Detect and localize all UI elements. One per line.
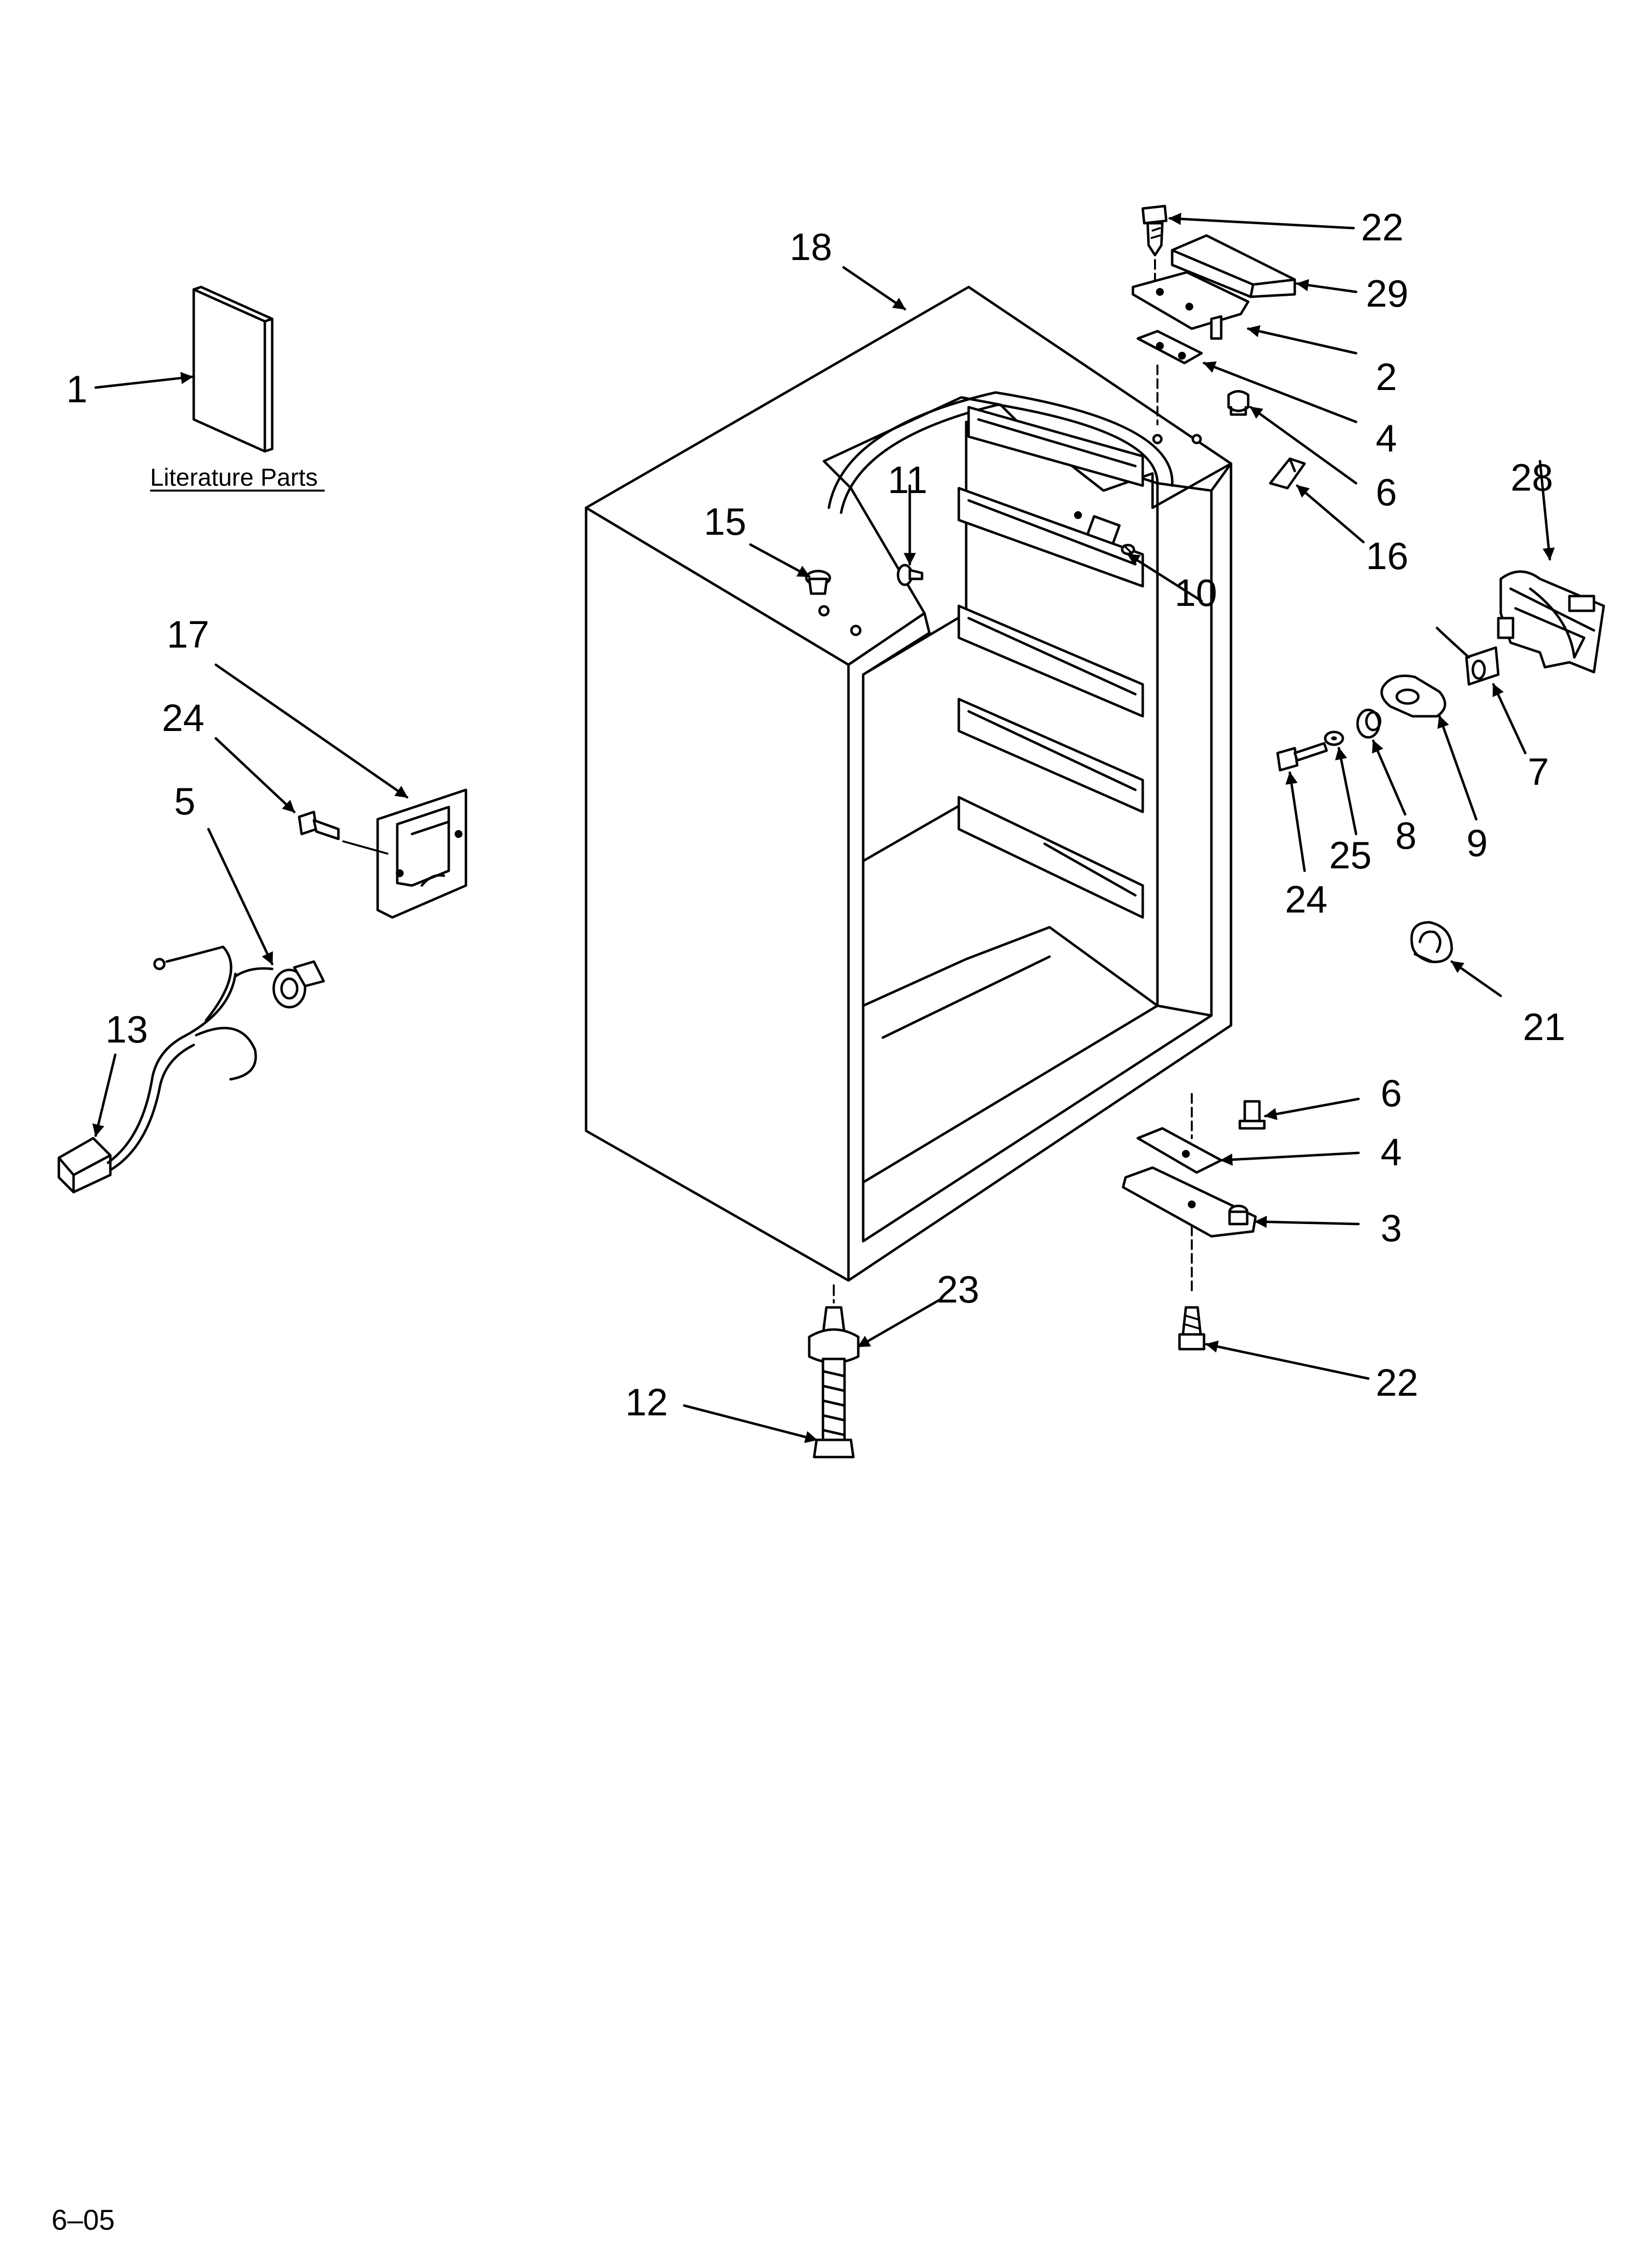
shelf-rails [957, 406, 1144, 919]
washer-25 [1324, 730, 1344, 746]
footer-code: 6–05 [51, 2204, 115, 2236]
thermostat-7 [1436, 626, 1500, 686]
knob-insert-8 [1356, 708, 1382, 739]
leader-lines [92, 212, 1555, 1443]
callout-12: 12 [625, 1381, 668, 1424]
callout-15: 15 [704, 500, 746, 543]
callout-17: 17 [167, 613, 209, 656]
literature-book [192, 286, 274, 453]
callout-6-top: 6 [1376, 470, 1397, 514]
callout-24-right: 24 [1285, 878, 1328, 921]
callout-11: 11 [888, 458, 927, 501]
callout-13: 13 [105, 1008, 148, 1051]
callout-25: 25 [1329, 834, 1372, 877]
callout-10: 10 [1175, 571, 1217, 614]
leveling-leg [808, 1284, 860, 1459]
electrical-box [376, 788, 467, 919]
screw-24-right [1276, 742, 1328, 772]
callout-23: 23 [937, 1268, 979, 1311]
callout-21: 21 [1523, 1005, 1565, 1048]
callout-1: 1 [66, 367, 87, 411]
callout-9: 9 [1466, 821, 1488, 864]
literature-parts-label: Literature Parts [150, 464, 318, 491]
screw-24-left [298, 810, 388, 855]
callout-8: 8 [1395, 814, 1416, 857]
callout-labels: 1 Literature Parts 18 22 29 2 4 6 28 16 … [51, 206, 1565, 2236]
screw-10 [1121, 544, 1135, 555]
callout-24-left: 24 [162, 696, 205, 739]
callout-28: 28 [1511, 456, 1553, 499]
callout-16: 16 [1366, 534, 1409, 577]
callout-7: 7 [1528, 750, 1549, 793]
screw-11 [897, 564, 924, 586]
callout-4-bottom: 4 [1381, 1130, 1402, 1173]
callout-2: 2 [1376, 355, 1397, 398]
bracket-21 [1410, 921, 1453, 964]
callout-22-top: 22 [1361, 206, 1404, 249]
knob-9 [1380, 675, 1446, 718]
callout-3: 3 [1381, 1206, 1402, 1250]
power-cord [57, 945, 274, 1194]
callout-22-bottom: 22 [1376, 1361, 1418, 1404]
switch-5 [272, 960, 325, 1009]
callout-6-bottom: 6 [1381, 1071, 1402, 1115]
callout-18: 18 [790, 225, 832, 268]
callout-29: 29 [1366, 272, 1409, 315]
callout-4-top: 4 [1376, 417, 1397, 460]
callout-5: 5 [174, 780, 195, 823]
bottom-hinge-assembly [1122, 1093, 1266, 1351]
cabinet-body [585, 286, 1232, 1282]
top-hinge-assembly [1131, 205, 1306, 490]
plug-15 [805, 570, 831, 595]
control-housing-28 [1497, 570, 1605, 674]
